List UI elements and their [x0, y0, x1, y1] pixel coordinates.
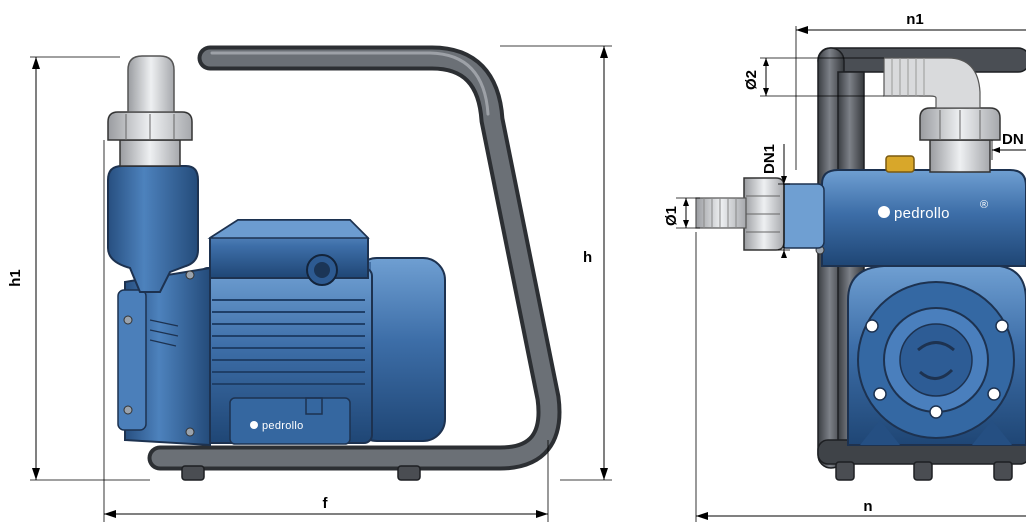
motor-body: pedrollo	[199, 219, 373, 445]
dim-n1-label: n1	[906, 11, 924, 28]
front-view-dimensions: n1 n Ø2 DN1 Ø1	[663, 11, 1026, 522]
discharge-coupling	[107, 111, 193, 167]
dim-d1-label: Ø1	[663, 206, 680, 226]
outlet-fitting	[883, 57, 1001, 173]
dim-d2-label: Ø2	[743, 70, 760, 90]
motor-logo: pedrollo	[262, 420, 304, 432]
svg-text:®: ®	[980, 199, 988, 211]
discharge-hose	[127, 55, 175, 113]
dim-n-label: n	[863, 498, 872, 515]
dim-f-label: f	[323, 495, 329, 512]
riser-housing	[107, 165, 199, 293]
inlet-fitting	[695, 177, 825, 251]
pump-casing	[117, 266, 211, 447]
front-logo: pedrollo	[894, 205, 950, 222]
dim-h-label: h	[583, 249, 592, 266]
dim-dn1-label: DN1	[761, 144, 778, 174]
dim-h1-label: h1	[7, 269, 24, 287]
front-view: pedrollo ®	[663, 11, 1026, 522]
base-feet	[181, 465, 421, 481]
pump-head: pedrollo ®	[815, 155, 1026, 267]
dim-dn-label: DN	[1002, 131, 1024, 148]
side-view-dimensions: h1 h f	[7, 45, 612, 522]
side-view: pedrollo	[7, 45, 612, 522]
pump-volute	[847, 265, 1026, 446]
